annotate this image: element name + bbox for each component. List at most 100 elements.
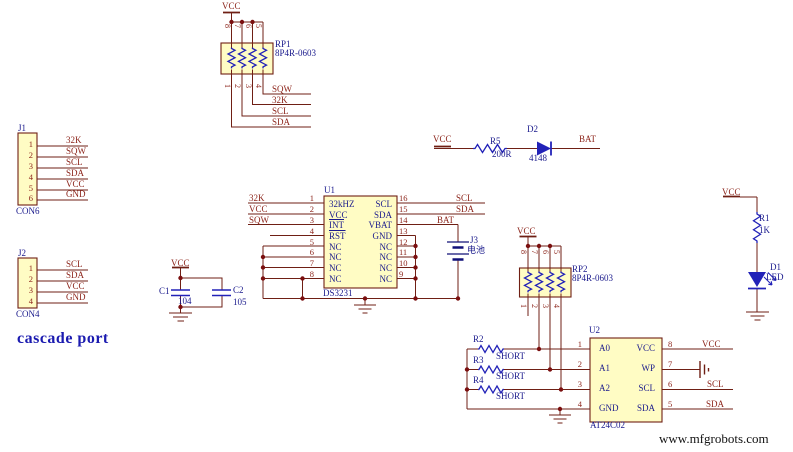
u1-right-net-sda: SDA (456, 203, 475, 214)
u2-pin6-number: 6 (668, 379, 673, 389)
u1-pin3-number: 3 (309, 214, 314, 225)
u1-body (323, 195, 398, 289)
device-symbols (171, 47, 777, 395)
j1-pin4-number: 4 (28, 172, 33, 182)
u2-pin2-number: 2 (577, 359, 582, 369)
rp2-ref-label: RP2 (572, 263, 588, 274)
net-label-sda: SDA (272, 117, 291, 127)
u1-pin15-number: 15 (399, 204, 408, 214)
u1-pin11-number: 11 (399, 247, 408, 257)
rp1-ref-label: RP1 (275, 39, 291, 49)
u2-body (589, 337, 663, 423)
u1-pin-name-vbat: VBAT (368, 220, 392, 230)
j2-pin3-number: 3 (28, 285, 33, 295)
rp2-pin1-number: 1 (519, 304, 528, 308)
u1-net-32k: 32K (249, 193, 265, 203)
c1-value-label: 104 (178, 296, 192, 306)
junction-dots (178, 19, 564, 412)
j1-pin3-number: 3 (28, 161, 33, 171)
j1-net-scl: SCL (66, 156, 83, 167)
rp1-pin6-number: 6 (243, 24, 253, 28)
rp2-pin2-number: 2 (530, 304, 539, 308)
u1-pin16-number: 16 (399, 193, 408, 203)
net-label-bat: BAT (579, 133, 597, 144)
net-label-scl: SCL (272, 106, 289, 116)
u2-pin-name-a1: A1 (599, 362, 610, 373)
j1-value-label: CON6 (16, 206, 40, 216)
j2-net-vcc: VCC (66, 280, 85, 291)
u2-ref-label: U2 (589, 325, 600, 335)
r1-ref-label: R1 (759, 213, 770, 223)
j1-net-vcc: VCC (66, 178, 85, 189)
cascade-port-caption: cascade port (17, 330, 109, 347)
j2-pin4-number: 4 (28, 296, 33, 306)
u1-pin-name-vcc: VCC (329, 209, 348, 220)
u2-pin-name-wp: WP (641, 362, 656, 373)
rp1-pin4-number: 4 (254, 84, 263, 88)
u2-pin1-number: 1 (577, 338, 582, 349)
rp1-pin2-number: 2 (233, 84, 242, 88)
rp1-pin5-number: 5 (254, 24, 263, 28)
d2-ref-label: D2 (527, 124, 538, 134)
u1-pin-name-nc7: NC (329, 262, 342, 273)
r1-vcc-power-label: VCC (722, 186, 741, 197)
u2-pin7-number: 7 (668, 359, 673, 369)
net-label-sqw: SQW (272, 84, 292, 94)
rp2-pin4-number: 4 (552, 304, 561, 308)
u1-pin9-number: 9 (399, 268, 404, 279)
r2-ref-label: R2 (473, 334, 484, 344)
rp2-pin7-number: 7 (530, 250, 539, 254)
j1-pin6-number: 6 (28, 193, 33, 203)
j1-body (17, 132, 38, 206)
rp1-vcc-power-label: VCC (222, 1, 241, 11)
u1-net-sqw: SQW (249, 214, 269, 225)
r3-value-label: SHORT (496, 371, 525, 381)
r4-resistor-symbol (478, 384, 504, 395)
watermark: www.mfgrobots.com (659, 431, 769, 446)
u1-pin10-number: 10 (399, 257, 408, 268)
u2-pin-name-a0: A0 (599, 342, 610, 353)
u1-pin14-number: 14 (399, 214, 408, 225)
u1-value-label: DS3231 (323, 288, 353, 298)
j1-net-sda: SDA (66, 167, 85, 178)
j1-pin2-number: 2 (28, 150, 33, 160)
rp1-pin3-number: 3 (243, 84, 253, 88)
j1-net-sqw: SQW (66, 145, 86, 156)
u1-pin-name-sda: SDA (373, 209, 392, 220)
j2-value-label: CON4 (16, 309, 40, 319)
c1-ref-label: C1 (159, 286, 170, 296)
u1-pin-name-nc8: NC (329, 273, 342, 284)
u1-pin-name-32khz: 32kHZ (329, 198, 355, 209)
rp2-pin6-number: 6 (541, 250, 550, 254)
power-port-bars (172, 11, 740, 269)
u2-net-sda: SDA (706, 398, 725, 409)
c2-capacitor-symbol (212, 289, 231, 297)
rp2-vcc-power-label: VCC (517, 225, 536, 236)
d2-diode-symbol (537, 141, 551, 156)
u2-pin8-number: 8 (668, 338, 673, 349)
rp1-value-label: 8P4R-0603 (275, 48, 317, 58)
rp1-pin1-number: 1 (222, 84, 232, 88)
r2-resistor-symbol (478, 344, 504, 354)
r2-value-label: SHORT (496, 350, 525, 361)
rp2-pin3-number: 3 (541, 304, 550, 308)
u2-net-vcc: VCC (702, 338, 721, 349)
u1-pin-name-scl: SCL (375, 198, 392, 209)
rp2-resistor-elements (523, 271, 566, 293)
u1-pin-name-nc10: NC (379, 262, 392, 273)
u1-pin4-number: 4 (309, 225, 314, 236)
j1-net-32k: 32K (66, 134, 82, 145)
wp-ground-symbol (699, 361, 710, 378)
rp1-resistor-elements (226, 47, 268, 69)
j1-pin1-number: 1 (28, 139, 33, 149)
u1-pin-name-nc11: NC (379, 252, 392, 262)
u2-pin-name-sda: SDA (636, 402, 655, 413)
c1-vcc-power-label: VCC (171, 257, 190, 268)
c2-ref-label: C2 (233, 285, 244, 295)
u2-pin5-number: 5 (668, 399, 673, 409)
j1-pin5-number: 5 (28, 183, 33, 193)
u1-pin-name-rst: RST (329, 231, 346, 241)
j2-body (17, 257, 38, 309)
r5-resistor-symbol (473, 143, 507, 154)
